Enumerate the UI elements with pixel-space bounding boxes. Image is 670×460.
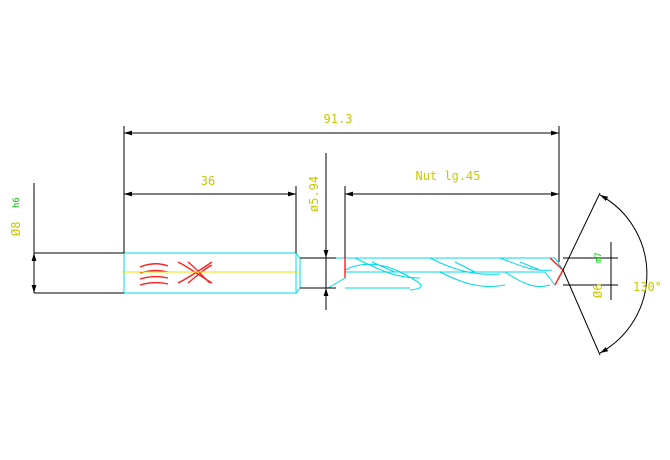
angle-leg-bottom	[562, 269, 601, 356]
neck-diameter-label: ø5.94	[307, 176, 321, 212]
angle-leg-top	[562, 192, 601, 271]
tip-diameter-tolerance: m7	[594, 252, 604, 263]
drill-shank	[123, 252, 297, 294]
overall-length-label: 91.3	[324, 112, 353, 126]
tip-diameter-label: Ø6	[591, 284, 605, 298]
flute-outline	[345, 257, 555, 289]
shank-diameter-tolerance: h6	[12, 197, 22, 208]
drill-body	[123, 252, 564, 294]
shank-diameter-label: Ø8	[9, 222, 23, 236]
flute-helix	[344, 257, 553, 291]
dimension-lines	[31, 126, 648, 356]
flute-length-label: Nut lg.45	[415, 169, 480, 183]
drill-neck	[300, 257, 346, 289]
shank-chamfer	[295, 252, 301, 294]
angle-arc	[599, 194, 648, 354]
shank-length-label: 36	[201, 174, 215, 188]
angle-label: 130°	[633, 280, 662, 294]
